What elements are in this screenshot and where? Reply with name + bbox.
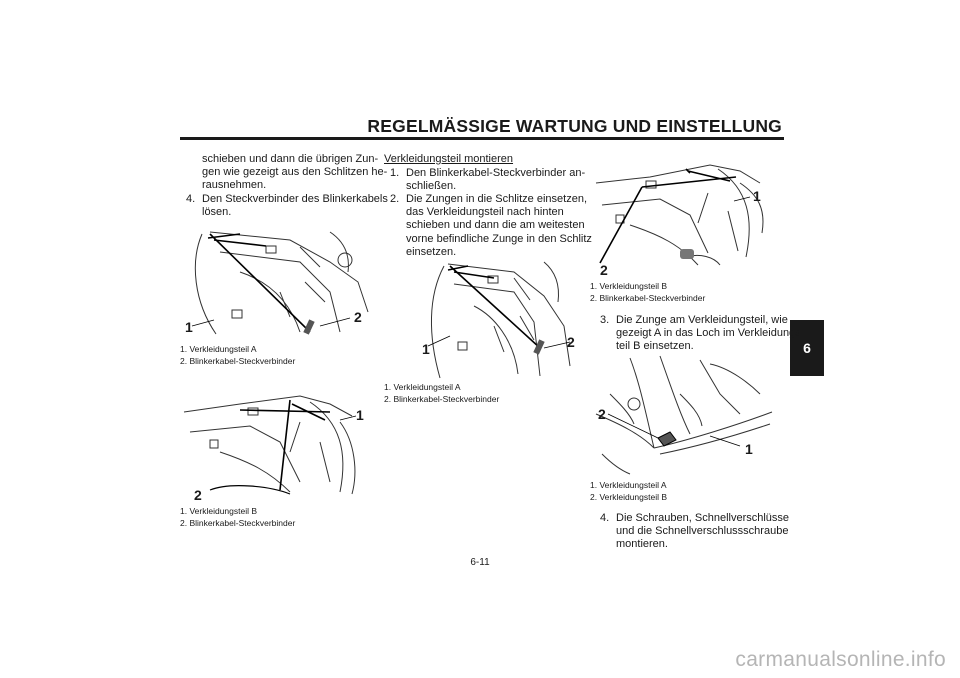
- step-number: 4.: [600, 512, 610, 524]
- text-line: schließen.: [406, 180, 457, 193]
- text-line: Den Steckverbinder des Blinkerkabels: [202, 193, 388, 205]
- step-text: Die Schrauben, Schnellverschlüsse und di…: [616, 512, 789, 552]
- callout-2: 2: [194, 487, 202, 503]
- step-number: 4.: [186, 193, 196, 205]
- text-line: gen wie gezeigt aus den Schlitzen he-: [202, 166, 388, 179]
- caption-line: 2. Blinkerkabel-Steckverbinder: [590, 292, 706, 303]
- caption-line: 1. Verkleidungsteil B: [590, 281, 668, 291]
- figure-caption: 1. Verkleidungsteil B 2. Blinkerkabel-St…: [590, 281, 705, 304]
- caption-line: 2. Verkleidungsteil B: [590, 491, 668, 502]
- figure-panel-b-install: 1 2: [590, 153, 780, 277]
- callout-1: 1: [745, 441, 753, 457]
- text-line: teil B einsetzen.: [616, 340, 694, 353]
- section-heading: Verkleidungsteil montieren: [384, 153, 514, 165]
- callout-2: 2: [600, 262, 608, 278]
- illustration-panel-a: [191, 231, 369, 335]
- text-line: lösen.: [202, 206, 232, 219]
- callout-2: 2: [567, 334, 575, 350]
- text-line: Den Blinkerkabel-Steckverbinder an-: [406, 167, 586, 179]
- caption-line: 1. Verkleidungsteil A: [590, 480, 667, 490]
- caption-line: 2. Blinkerkabel-Steckverbinder: [180, 355, 296, 366]
- continuation-text: schieben und dann die übrigen Zun- gen w…: [202, 153, 387, 193]
- page-number: 6-11: [470, 557, 490, 568]
- caption-line: 1. Verkleidungsteil B: [180, 506, 258, 516]
- text-line: montieren.: [616, 538, 668, 551]
- illustration-panel-b: [183, 395, 357, 495]
- text-line: schieben und dann die am weitesten: [406, 219, 585, 232]
- callout-1: 1: [422, 341, 430, 357]
- text-line: schieben und dann die übrigen Zun-: [202, 153, 379, 165]
- chapter-tab[interactable]: 6: [790, 320, 824, 376]
- illustration-panel-b: [595, 164, 764, 266]
- text-line: Die Zungen in die Schlitze einsetzen,: [406, 193, 587, 205]
- text-line: und die Schnellverschlussschraube: [616, 525, 789, 538]
- text-line: vorne befindliche Zunge in den Schlitz: [406, 232, 592, 245]
- figure-caption: 1. Verkleidungsteil A 2. Blinkerkabel-St…: [180, 344, 295, 367]
- step-number: 1.: [390, 167, 400, 179]
- figure-caption: 1. Verkleidungsteil A 2. Verkleidungstei…: [590, 480, 667, 503]
- watermark: carmanualsonline.info: [735, 648, 946, 671]
- header-rule: [180, 137, 784, 140]
- figure-caption: 1. Verkleidungsteil A 2. Blinkerkabel-St…: [384, 382, 499, 405]
- callout-2: 2: [354, 309, 362, 325]
- caption-line: 1. Verkleidungsteil A: [180, 344, 257, 354]
- step-text: Den Blinkerkabel-Steckverbinder an- schl…: [406, 167, 585, 193]
- step-number: 2.: [390, 193, 400, 205]
- figure-caption: 1. Verkleidungsteil B 2. Blinkerkabel-St…: [180, 506, 295, 529]
- step-text: Die Zunge am Verkleidungsteil, wie gezei…: [616, 314, 804, 354]
- text-line: einsetzen.: [406, 245, 457, 258]
- text-line: gezeigt A in das Loch im Verkleidungs-: [616, 327, 805, 340]
- page-title: REGELMÄSSIGE WARTUNG UND EINSTELLUNG: [367, 116, 782, 136]
- callout-2: 2: [598, 406, 606, 422]
- text-line: Die Zunge am Verkleidungsteil, wie: [616, 314, 788, 326]
- figure-panel-a-removal: 1 2: [180, 222, 372, 340]
- step-text: Die Zungen in die Schlitze einsetzen, da…: [406, 193, 592, 259]
- caption-line: 2. Blinkerkabel-Steckverbinder: [384, 393, 500, 404]
- illustration-tongue-detail: [595, 355, 773, 475]
- caption-line: 1. Verkleidungsteil A: [384, 382, 461, 392]
- illustration-panel-a: [427, 261, 571, 379]
- text-line: das Verkleidungsteil nach hinten: [406, 206, 564, 219]
- step-text: Den Steckverbinder des Blinkerkabels lös…: [202, 193, 388, 219]
- callout-1: 1: [356, 407, 364, 423]
- figure-panel-b-removal: 1 2: [180, 382, 372, 502]
- figure-tongue-detail: 2 1: [590, 354, 780, 476]
- text-line: rausnehmen.: [202, 179, 267, 192]
- caption-line: 2. Blinkerkabel-Steckverbinder: [180, 517, 296, 528]
- callout-1: 1: [185, 319, 193, 335]
- step-number: 3.: [600, 314, 610, 326]
- figure-panel-a-install: 1 2: [384, 256, 576, 380]
- callout-1: 1: [753, 188, 761, 204]
- text-line: Die Schrauben, Schnellverschlüsse: [616, 512, 790, 524]
